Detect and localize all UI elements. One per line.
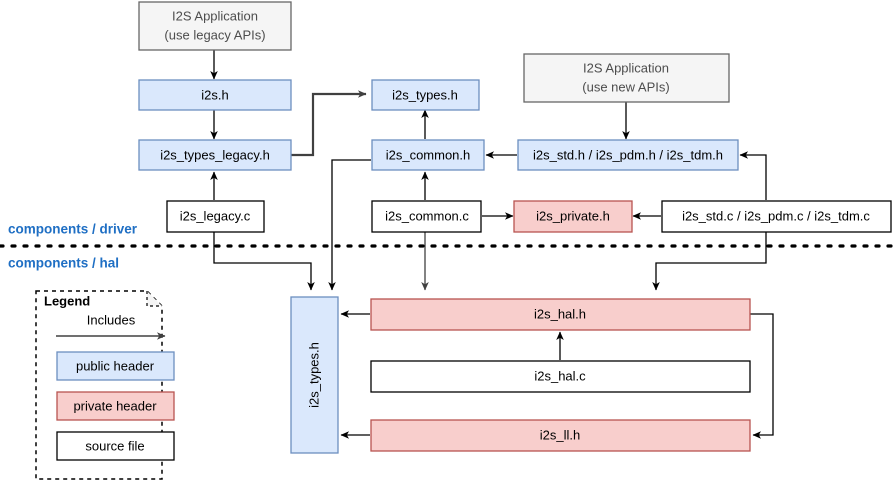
i2s-hal-c-label: i2s_hal.c (534, 368, 586, 383)
node-i2s-types-h-side[interactable]: i2s_types.h (290, 296, 339, 454)
i2s-h-label: i2s.h (201, 87, 228, 102)
i2s-common-c-label: i2s_common.c (385, 208, 469, 223)
i2s-common-h-label: i2s_common.h (386, 147, 471, 162)
i2s-types-h-side-label: i2s_types.h (306, 342, 321, 408)
node-i2s-hal-c[interactable]: i2s_hal.c (370, 360, 751, 393)
edge-layer (210, 50, 774, 439)
node-i2s-std-h[interactable]: i2s_std.h / i2s_pdm.h / i2s_tdm.h (517, 139, 739, 171)
i2s-std-h-label: i2s_std.h / i2s_pdm.h / i2s_tdm.h (533, 147, 723, 162)
legend: Legend Includes public header private he… (35, 290, 175, 480)
legend-item-source-file: source file (56, 431, 175, 461)
node-i2s-std-c[interactable]: i2s_std.c / i2s_pdm.c / i2s_tdm.c (661, 200, 892, 233)
app-new-label-line2: (use new APIs) (582, 79, 669, 94)
node-app-new[interactable]: I2S Application (use new APIs) (523, 53, 730, 103)
legend-fold-corner (146, 291, 162, 307)
node-i2s-legacy-c[interactable]: i2s_legacy.c (166, 200, 265, 233)
i2s-types-h-top-label: i2s_types.h (392, 87, 458, 102)
legend-includes-label: Includes (87, 312, 136, 327)
edge-legacy-c-to-types-side (213, 232, 315, 291)
node-i2s-common-c[interactable]: i2s_common.c (371, 200, 482, 233)
legend-item-public-header: public header (56, 351, 175, 381)
app-legacy-label-line1: I2S Application (172, 8, 258, 23)
legend-private-header-label: private header (73, 398, 157, 413)
node-i2s-types-legacy-h[interactable]: i2s_types_legacy.h (138, 139, 292, 171)
i2s-hal-h-label: i2s_hal.h (534, 306, 586, 321)
zone-label-driver: components / driver (8, 222, 138, 237)
i2s-types-legacy-h-label: i2s_types_legacy.h (160, 147, 270, 162)
i2s-legacy-c-label: i2s_legacy.c (180, 208, 251, 223)
node-i2s-private-h[interactable]: i2s_private.h (513, 200, 633, 233)
node-i2s-types-h-top[interactable]: i2s_types.h (371, 79, 480, 111)
node-i2s-ll-h[interactable]: i2s_ll.h (370, 419, 751, 452)
app-new-label-line1: I2S Application (583, 60, 669, 75)
zone-label-hal: components / hal (8, 256, 119, 271)
node-i2s-hal-h[interactable]: i2s_hal.h (370, 298, 751, 331)
i2s-ll-h-label: i2s_ll.h (540, 427, 580, 442)
node-i2s-common-h[interactable]: i2s_common.h (371, 139, 485, 171)
i2s-std-c-label: i2s_std.c / i2s_pdm.c / i2s_tdm.c (682, 208, 870, 223)
edge-common-h-to-types-side (328, 159, 371, 291)
edge-std-c-to-hal-h (652, 232, 767, 291)
legend-item-private-header: private header (56, 391, 175, 421)
node-i2s-h[interactable]: i2s.h (138, 79, 292, 111)
legend-public-header-label: public header (76, 358, 155, 373)
edge-std-c-to-std-h (739, 151, 767, 200)
legend-source-file-label: source file (85, 438, 144, 453)
edge-types-legacy-to-types-top (291, 90, 367, 157)
app-legacy-label-line2: (use legacy APIs) (164, 27, 265, 42)
edge-hal-h-to-ll-h (750, 313, 774, 439)
legend-title: Legend (44, 293, 90, 308)
node-app-legacy[interactable]: I2S Application (use legacy APIs) (138, 1, 292, 51)
i2s-private-h-label: i2s_private.h (536, 208, 610, 223)
